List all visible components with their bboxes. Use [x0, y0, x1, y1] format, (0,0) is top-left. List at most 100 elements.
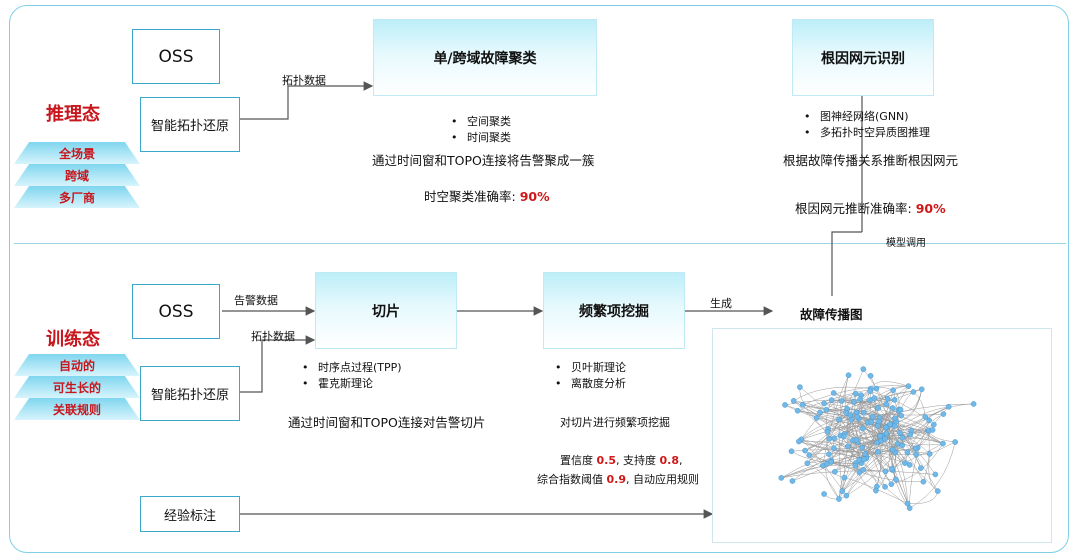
model-call-label: 模型调用: [886, 238, 926, 249]
cluster-box: 单/跨域故障聚类: [374, 20, 596, 95]
graph-edge: [913, 391, 926, 417]
graph-edge: [838, 375, 849, 492]
cluster-bullet-temporal: 时间聚类: [447, 130, 511, 146]
graph-node: [940, 411, 947, 417]
graph-node: [882, 424, 889, 431]
graph-node: [845, 372, 852, 378]
graph-node: [905, 383, 912, 389]
graph-node: [778, 475, 785, 481]
graph-node: [824, 429, 831, 435]
graph-node: [826, 451, 832, 457]
graph-node: [918, 386, 925, 393]
graph-node: [889, 446, 896, 453]
graph-edge: [843, 436, 886, 487]
graph-node: [894, 440, 901, 447]
topo-to-cluster-arrow: [240, 81, 374, 120]
graph-node: [836, 416, 842, 423]
graph-edge: [807, 463, 840, 500]
mining-bullets: 贝叶斯理论 离散度分析: [551, 360, 626, 392]
graph-node: [945, 403, 952, 410]
graph-node: [830, 390, 837, 396]
graph-node: [912, 445, 919, 452]
graph-node: [804, 460, 811, 467]
graph-edge: [907, 491, 939, 504]
graph-edge: [842, 445, 903, 492]
graph-node: [821, 400, 827, 407]
graph-node: [856, 469, 863, 476]
slice-bullet-hawkes: 霍克斯理论: [298, 376, 402, 392]
cluster-bullets: 空间聚类 时间聚类: [447, 114, 511, 146]
graph-node: [813, 415, 820, 421]
graph-node: [867, 373, 874, 379]
graph-node: [899, 434, 906, 441]
graph-node: [922, 414, 929, 420]
cluster-description: 通过时间窗和TOPO连接将告警聚成一簇: [372, 153, 595, 168]
graph-node: [888, 465, 895, 472]
topo-data-label-training: 拓扑数据: [251, 330, 295, 343]
topo-restore-box-inference: 智能拓扑还原: [140, 97, 240, 152]
graph-edge: [809, 397, 875, 456]
root-cause-accuracy-value: 90%: [915, 201, 946, 216]
graph-node: [789, 478, 796, 484]
graph-node: [831, 445, 837, 452]
graph-edge: [826, 391, 871, 410]
mining-bullet-dispersion: 离散度分析: [551, 376, 626, 392]
graph-node: [906, 462, 913, 468]
graph-edge: [802, 385, 909, 406]
graph-edge: [802, 404, 882, 436]
state-divider: [14, 243, 1066, 244]
graph-node: [851, 398, 857, 405]
graph-edge: [798, 441, 916, 453]
graph-node: [904, 500, 911, 507]
graph-node: [821, 491, 827, 497]
cluster-accuracy-value: 90%: [519, 189, 550, 204]
graph-node: [875, 422, 881, 429]
graph-node: [841, 433, 847, 440]
graph-node: [897, 406, 904, 413]
graph-node: [817, 409, 823, 416]
training-state-title: 训练态: [46, 329, 100, 350]
slice-bullet-tpp: 时序点过程(TPP): [298, 360, 402, 376]
graph-node: [877, 433, 883, 439]
graph-node: [848, 416, 855, 423]
graph-edge: [863, 412, 929, 431]
graph-node: [843, 410, 849, 416]
graph-node: [906, 505, 913, 511]
graph-node: [869, 413, 876, 420]
graph-edge: [885, 427, 922, 469]
graph-edge: [909, 441, 956, 509]
cluster-accuracy: 时空聚类准确率: 90%: [424, 186, 550, 205]
graph-node: [929, 427, 936, 433]
graph-node: [823, 406, 830, 413]
graph-node: [860, 366, 867, 372]
layer-association-rules: 关联规则: [14, 398, 140, 420]
graph-to-model-line: [831, 231, 862, 296]
mining-description: 对切片进行频繁项挖掘: [560, 416, 670, 429]
layer-multi-vendor: 多厂商: [14, 186, 140, 208]
graph-node: [893, 476, 899, 483]
graph-node: [871, 395, 878, 401]
graph-node: [888, 481, 895, 487]
network-graph-svg: [778, 366, 977, 511]
graph-node: [836, 496, 842, 502]
graph-node: [940, 440, 946, 447]
graph-node: [860, 409, 867, 416]
graph-node: [861, 456, 867, 463]
graph-edge: [825, 400, 835, 449]
graph-edge: [831, 460, 924, 483]
graph-node: [883, 430, 890, 437]
graph-edge: [838, 451, 879, 500]
graph-node: [838, 398, 845, 404]
graph-edge: [904, 413, 944, 464]
graph-node: [934, 488, 941, 494]
graph-node: [890, 387, 896, 394]
slice-description: 通过时间窗和TOPO连接对告警切片: [288, 415, 486, 430]
graph-node: [898, 412, 905, 419]
graph-node: [859, 444, 865, 451]
graph-node: [889, 405, 896, 411]
graph-edge: [823, 493, 847, 500]
root-cause-accuracy: 根因网元推断准确率: 90%: [795, 198, 946, 217]
graph-node: [854, 413, 860, 420]
graph-node: [920, 478, 927, 485]
graph-node: [907, 431, 914, 438]
